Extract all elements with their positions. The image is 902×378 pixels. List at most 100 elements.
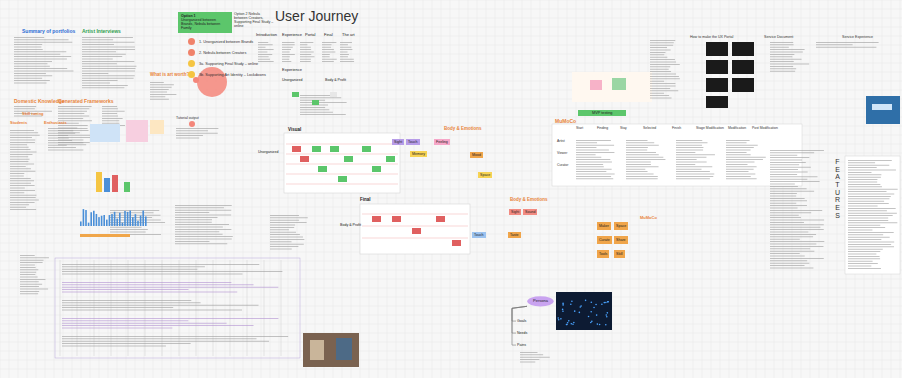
network-dot xyxy=(562,310,564,312)
network-dot xyxy=(591,301,593,303)
sticky-note xyxy=(330,146,339,152)
text-block xyxy=(300,95,347,115)
connector xyxy=(512,306,527,333)
screenshot xyxy=(706,42,728,56)
board-title: User Journey xyxy=(275,8,358,24)
screenshot xyxy=(706,78,728,92)
network-dot xyxy=(607,312,609,314)
sticky-note xyxy=(362,146,371,152)
text-block xyxy=(102,106,125,126)
text-block xyxy=(62,264,282,274)
connector xyxy=(512,306,527,321)
text-block xyxy=(270,215,308,249)
chart-bar xyxy=(103,215,105,226)
network-dot xyxy=(590,311,592,313)
note-text: Sight xyxy=(394,140,402,144)
board-label: Portal xyxy=(305,33,315,38)
network-dot xyxy=(599,324,601,326)
network-dot xyxy=(558,319,560,321)
board-label: The art xyxy=(342,33,355,38)
section-heading: Enthusiasts xyxy=(44,121,67,126)
sticky-note: Feeling xyxy=(434,139,450,145)
text-block xyxy=(175,205,233,244)
photo xyxy=(336,338,352,360)
screenshot xyxy=(706,96,728,108)
text-block xyxy=(770,150,824,268)
board-label: Start xyxy=(576,127,583,131)
network-dot xyxy=(557,317,559,319)
board-label: FEATURES xyxy=(834,158,841,220)
network-dot xyxy=(595,304,597,306)
text-block xyxy=(10,130,40,210)
chart-bar xyxy=(114,212,116,226)
chart-bar xyxy=(101,216,103,226)
section-heading: MuMoCo xyxy=(640,216,657,221)
sticky-note: Touch xyxy=(406,139,420,145)
legend-text: 2. Nebula between Creators xyxy=(199,51,246,55)
note-text: Memory xyxy=(412,152,425,156)
network-dot xyxy=(579,306,581,308)
chart-bar xyxy=(145,216,147,226)
note-text: Share xyxy=(616,238,626,242)
chart-bar xyxy=(137,221,139,226)
network-dot xyxy=(560,318,562,320)
sticky-note: Option 1Unorganized between Brands, Nebu… xyxy=(178,12,232,33)
network-dot xyxy=(607,301,609,303)
chart-bar xyxy=(142,211,144,226)
network-dot xyxy=(601,303,603,305)
swimlane xyxy=(286,184,398,185)
sticky-note: Sight xyxy=(509,209,521,215)
swimlane xyxy=(362,214,468,215)
board-label: Option 2 Nebula between Creators, Suppor… xyxy=(234,12,274,29)
note-text: Mood xyxy=(472,153,481,157)
chart-bar xyxy=(127,212,129,226)
text-block xyxy=(82,37,136,88)
sticky-note xyxy=(312,146,321,152)
section-heading: Final xyxy=(360,197,371,202)
illustration xyxy=(572,72,652,102)
board-label: Unorganized xyxy=(258,150,278,154)
sticky-note: Space xyxy=(478,172,492,178)
sticky-note xyxy=(292,92,299,97)
photo xyxy=(866,96,900,124)
section-heading: Body & Emotions xyxy=(444,126,482,131)
chart-bar xyxy=(119,213,121,226)
note-text: Feeling xyxy=(436,140,448,144)
chart-bar xyxy=(85,210,87,226)
board-label: Curator xyxy=(557,164,568,168)
chart-bar xyxy=(129,211,131,226)
chart-bar xyxy=(88,223,90,226)
network-dot xyxy=(588,316,590,318)
chart-bar xyxy=(93,211,95,226)
sticky-note xyxy=(412,228,421,234)
illustration xyxy=(590,80,602,90)
network-dot xyxy=(567,322,569,324)
sticky-note xyxy=(372,166,381,172)
legend-entry: 2. Nebula between Creators xyxy=(188,49,246,56)
network-dot xyxy=(579,312,581,314)
bubble xyxy=(189,121,195,127)
network-dot xyxy=(590,322,592,324)
swimlane xyxy=(362,238,468,239)
note-text: Pains xyxy=(517,343,526,347)
sticky-note: Touch xyxy=(472,232,486,238)
board-label: Service Experience xyxy=(842,35,873,39)
legend-entry: 3a. Supporting Final Study – online xyxy=(188,60,258,67)
sticky-note xyxy=(330,92,337,97)
board-label: Experience xyxy=(282,68,302,73)
network-dot xyxy=(571,323,573,325)
note-text: Maker xyxy=(599,224,609,228)
text-block xyxy=(14,106,52,116)
note-text: Curate xyxy=(599,238,610,242)
sticky-note: Goals xyxy=(516,318,527,324)
illustration xyxy=(612,78,626,90)
board-label: Selected xyxy=(643,127,656,131)
photo xyxy=(872,104,892,110)
table-frame xyxy=(55,258,300,358)
network-dot xyxy=(566,324,568,326)
screenshot xyxy=(732,42,754,56)
text-block xyxy=(110,210,165,235)
network-dot xyxy=(562,304,564,306)
